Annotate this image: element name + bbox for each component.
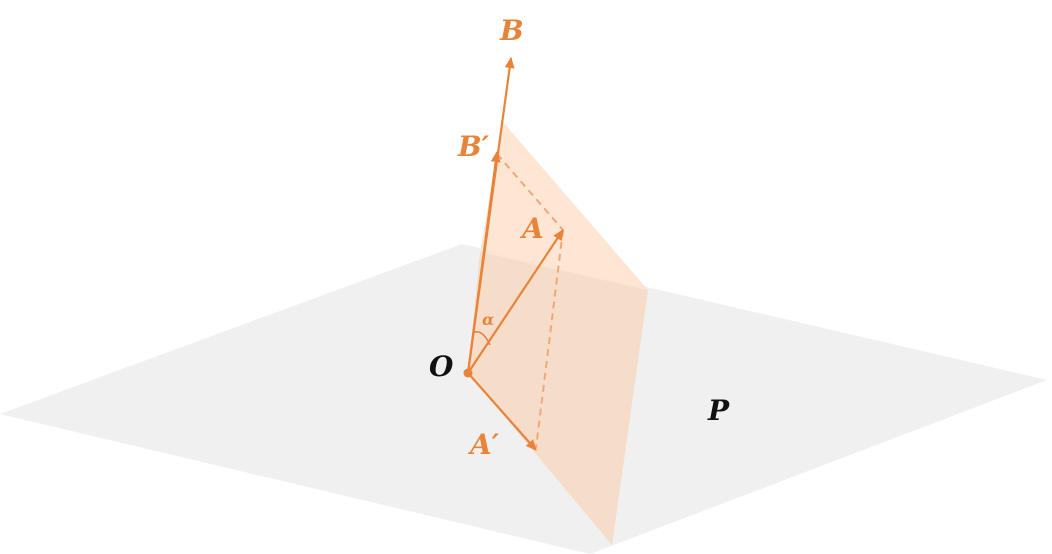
upright-plane-lower — [468, 252, 648, 545]
label-a-prime: A′ — [467, 428, 500, 461]
label-p: P — [707, 394, 730, 427]
label-alpha: α — [482, 310, 494, 329]
vector-oa — [467, 229, 564, 374]
vector-ob-prime — [466, 151, 501, 374]
angle-alpha-arc — [472, 331, 491, 346]
point-o — [463, 368, 473, 378]
vector-oa-prime — [467, 372, 537, 451]
label-b-prime: B′ — [457, 130, 490, 163]
upright-plane-upper — [480, 122, 648, 290]
dashed-line-bprime-a — [496, 153, 564, 231]
label-o: O — [429, 350, 454, 383]
label-b: B — [499, 14, 524, 47]
label-a: A — [519, 212, 544, 245]
dashed-line-a-aprime — [535, 229, 564, 449]
